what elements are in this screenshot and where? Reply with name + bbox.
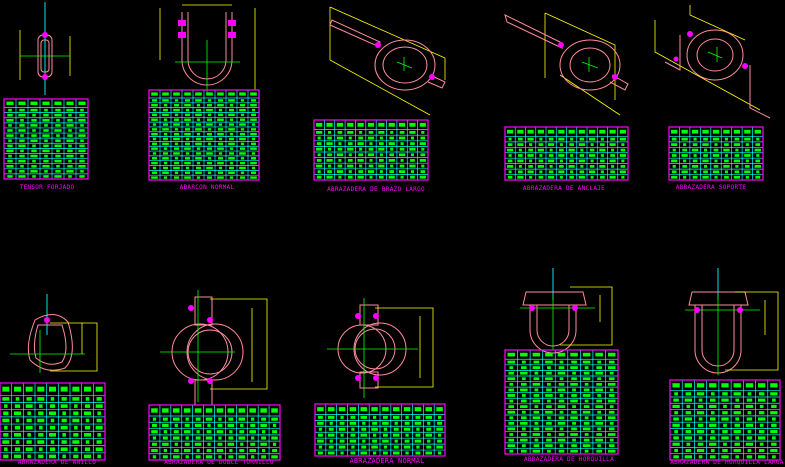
drawing-soporte	[654, 5, 771, 119]
drawing-brazo-largo	[329, 6, 446, 116]
caption-tensor-forjado: TENSOR FORJADO	[19, 184, 75, 191]
dimension-table	[0, 382, 106, 461]
drawing-abrazadera-normal	[327, 298, 434, 398]
caption-abrazadera-normal: ABRAZADERA NORMAL	[349, 457, 425, 465]
caption-abarcon-normal: ABARCON NORMAL	[179, 184, 235, 191]
drawing-abarcon-normal	[159, 4, 256, 95]
dimension-table	[504, 349, 619, 455]
caption-horquilla: ABRAZADERA DE HORQUILLA	[524, 456, 614, 463]
dimension-table	[668, 126, 764, 181]
caption-horquilla-larga: ABRAZADERA DE HORQUILLA LARGA	[670, 459, 784, 466]
dimension-tables	[0, 89, 781, 461]
dimension-table	[148, 89, 260, 181]
drawing-tensor-forjado	[19, 2, 71, 95]
caption-soporte: ABRAZADERA SOPORTE	[675, 184, 747, 191]
dimension-table	[3, 98, 89, 180]
drawing-doble-tornillo	[160, 290, 268, 406]
drawing-anclaje	[504, 12, 629, 116]
drawing-horquilla-larga	[685, 268, 779, 375]
caption-doble-tornillo: ABRAZADERA DE DOBLE TORNILLO	[164, 459, 274, 466]
dimension-table	[314, 403, 446, 457]
dimension-table	[313, 119, 429, 181]
dimension-table	[669, 379, 781, 461]
caption-anillo: ABRAZADERA DE ANILLO	[17, 459, 97, 466]
dimension-table	[504, 126, 629, 181]
drawing-anillo	[10, 294, 98, 373]
caption-anclaje: ABRAZADERA DE ANCLAJE	[522, 185, 606, 192]
dimension-table	[148, 404, 281, 461]
caption-brazo-largo: ABRAZADERA DE BRAZO LARGO	[327, 186, 425, 193]
drawing-horquilla	[520, 268, 613, 354]
